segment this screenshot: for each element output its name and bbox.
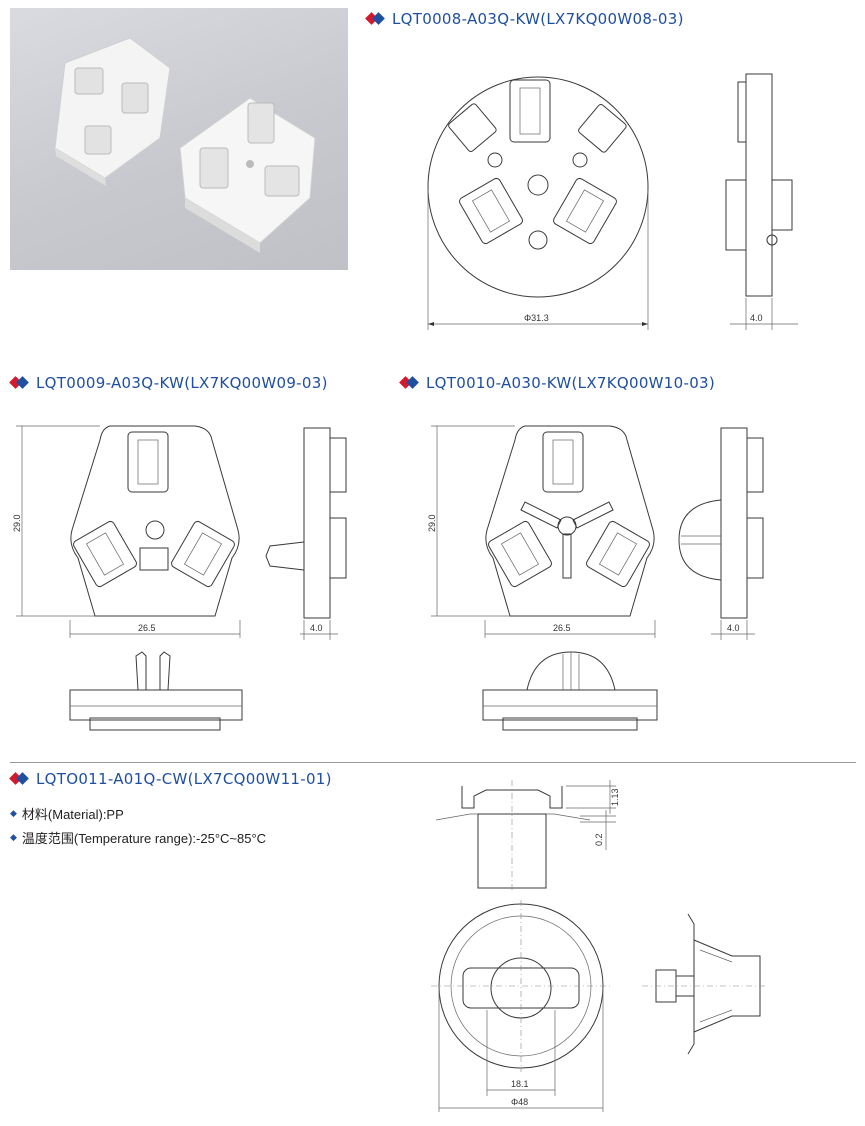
dim-diameter-label: Φ31.3 — [524, 313, 549, 323]
dim-diameter-label: Φ48 — [511, 1097, 528, 1107]
spec-material: ◆ 材料(Material):PP — [10, 804, 124, 823]
section-title-lqt0011: LQTO011-A01Q-CW(LX7CQ00W11-01) — [9, 770, 332, 788]
section-title-text: LQT0008-A03Q-KW(LX7KQ00W08-03) — [392, 10, 684, 28]
dim-height-label: 29.0 — [427, 514, 437, 532]
bullet-diamond-icon: ◆ — [10, 808, 17, 818]
section-title-text: LQTO011-A01Q-CW(LX7CQ00W11-01) — [36, 770, 332, 788]
lqt0009-bottom-drawing — [69, 651, 243, 731]
lqt0008-side-drawing: 4.0 — [725, 73, 798, 330]
diamond-bullet-icon — [9, 772, 32, 786]
spec-material-text: 材料(Material):PP — [21, 807, 124, 822]
section-title-text: LQT0010-A030-KW(LX7KQ00W10-03) — [426, 374, 716, 392]
lqt0010-side-drawing: 4.0 — [678, 427, 764, 640]
product-photo — [10, 8, 348, 270]
diamond-bullet-icon — [399, 376, 422, 390]
dim-height-label: 29.0 — [12, 514, 22, 532]
lqt0009-front-drawing: 29.0 26.5 — [12, 425, 241, 638]
dim-width-label: 26.5 — [553, 623, 571, 633]
section-title-text: LQT0009-A03Q-KW(LX7KQ00W09-03) — [36, 374, 328, 392]
lqt0010-front-drawing: 29.0 26.5 — [427, 425, 656, 638]
lqt0011-profile-drawing: 1.13 0.2 — [435, 780, 620, 890]
lqt0011-front-drawing: 18.1 Φ48 — [431, 900, 611, 1112]
bullet-diamond-icon: ◆ — [10, 832, 17, 842]
lqt0010-bottom-drawing — [482, 651, 658, 731]
dim-depth-label: 4.0 — [750, 313, 763, 323]
product-photo-illustration — [54, 37, 316, 253]
lqt0009-side-drawing: 4.0 — [265, 427, 347, 640]
section-title-lqt0009: LQT0009-A03Q-KW(LX7KQ00W09-03) — [9, 374, 328, 392]
diamond-bullet-icon — [365, 12, 388, 26]
dim-width-label: 26.5 — [138, 623, 156, 633]
section-title-lqt0008: LQT0008-A03Q-KW(LX7KQ00W08-03) — [365, 10, 684, 28]
spec-temperature-text: 温度范围(Temperature range):-25°C~85°C — [21, 831, 267, 846]
spec-temperature: ◆ 温度范围(Temperature range):-25°C~85°C — [10, 828, 266, 847]
section-title-lqt0010: LQT0010-A030-KW(LX7KQ00W10-03) — [399, 374, 716, 392]
section-divider — [10, 762, 856, 763]
dim-top-label: 1.13 — [610, 788, 620, 806]
lqt0008-front-drawing: Φ31.3 — [427, 76, 649, 330]
dim-depth-label: 4.0 — [310, 623, 323, 633]
dim-inner-label: 18.1 — [511, 1079, 529, 1089]
dim-gap-label: 0.2 — [594, 833, 604, 846]
dim-depth-label: 4.0 — [727, 623, 740, 633]
diamond-bullet-icon — [9, 376, 32, 390]
lqt0011-side-drawing — [642, 913, 766, 1055]
